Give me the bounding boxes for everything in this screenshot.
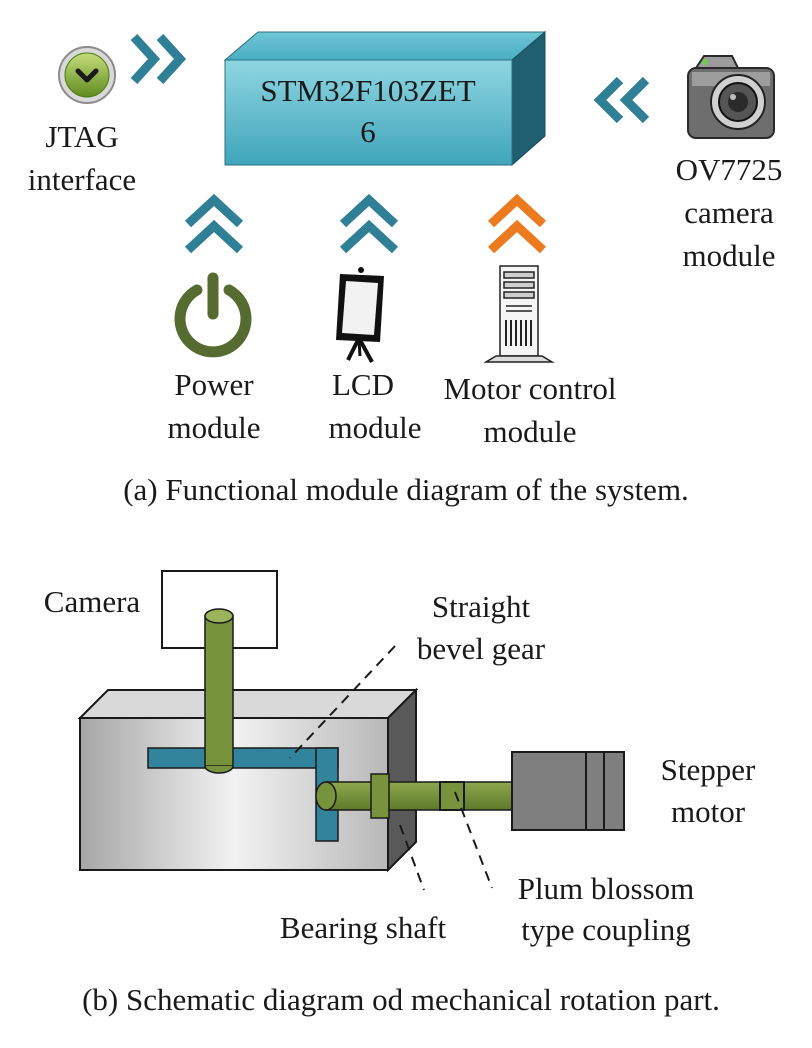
camera-label-line2: camera xyxy=(684,195,774,230)
arrow-power-to-mcu xyxy=(184,193,244,254)
coupling xyxy=(439,781,465,811)
arrow-camera-to-mcu xyxy=(593,76,650,124)
motor-label-line1: Motor control xyxy=(443,371,616,406)
leader-lines xyxy=(289,645,493,891)
housing-box xyxy=(77,687,419,873)
arrow-lcd-to-mcu xyxy=(339,193,399,254)
camera-label-line3: module xyxy=(683,238,776,273)
lcd-label-line1: LCD xyxy=(332,367,394,402)
stepper-label-line2: motor xyxy=(671,794,746,829)
easel-board-icon xyxy=(336,267,384,363)
horizontal-shaft xyxy=(315,781,517,811)
coupling-label-line1: Plum blossom xyxy=(518,871,695,906)
camera-icon xyxy=(687,55,775,139)
server-tower-icon xyxy=(483,265,555,363)
gear-label-line1: Straight xyxy=(432,589,531,624)
mcu-block: STM32F103ZET 6 xyxy=(223,30,547,167)
motor-label-line2: module xyxy=(484,414,577,449)
caption-a: (a) Functional module diagram of the sys… xyxy=(123,472,689,507)
caption-b: (b) Schematic diagram od mechanical rota… xyxy=(82,982,720,1017)
jtag-connector-icon xyxy=(58,46,116,104)
camera-part-label: Camera xyxy=(44,584,141,619)
stepper-motor xyxy=(511,751,625,831)
mechanical-rotation-diagram: Camera xyxy=(44,570,756,1017)
bearing-collar xyxy=(370,773,390,819)
mcu-label-line2: 6 xyxy=(360,114,376,149)
arrow-motor-to-mcu xyxy=(487,193,547,254)
jtag-label-line1: JTAG xyxy=(45,119,118,154)
power-label-line1: Power xyxy=(174,367,254,402)
bearing-label: Bearing shaft xyxy=(280,910,447,945)
stepper-label-line1: Stepper xyxy=(661,752,756,787)
mcu-label-line1: STM32F103ZET xyxy=(260,73,475,108)
power-icon xyxy=(174,272,252,358)
lcd-label-line2: module xyxy=(329,410,422,445)
vertical-shaft xyxy=(204,608,234,774)
camera-label-line1: OV7725 xyxy=(676,152,783,187)
power-label-line2: module xyxy=(168,410,261,445)
gear-label-line2: bevel gear xyxy=(417,631,546,666)
arrow-jtag-to-mcu xyxy=(130,33,187,85)
jtag-label-line2: interface xyxy=(28,162,136,197)
functional-module-diagram: STM32F103ZET 6 JTAG interface OV7725 xyxy=(28,30,783,507)
coupling-label-line2: type coupling xyxy=(521,912,691,947)
